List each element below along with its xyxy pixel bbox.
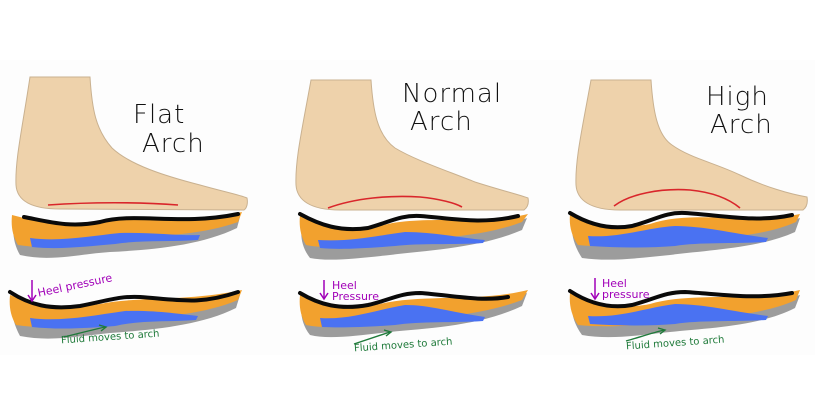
panel-high-arch: High Arch Heel pressure Fluid moves to a… xyxy=(560,0,833,403)
heel-pressure-arrow-icon xyxy=(590,278,600,301)
insole-pressured xyxy=(8,290,242,339)
title-line1: Normal xyxy=(402,79,503,109)
title-line2: Arch xyxy=(710,110,773,140)
foot-shape xyxy=(295,79,529,211)
arch-line xyxy=(47,201,179,206)
foot-shape xyxy=(15,76,248,211)
title-line2: Arch xyxy=(142,129,205,159)
arch-line xyxy=(613,188,741,209)
normal-arch-illustration xyxy=(295,79,529,345)
heel-pressure-label-line1: Heel xyxy=(332,279,357,292)
heel-pressure-label-line2: pressure xyxy=(602,288,650,301)
fluid-direction-arrow-icon xyxy=(63,324,108,338)
panel-flat-arch: Flat Arch Heel pressure Fluid moves to a… xyxy=(0,0,280,403)
high-arch-illustration xyxy=(568,79,808,342)
foot-shape xyxy=(575,79,808,211)
panel-normal-arch: Normal Arch Heel Pressure Fluid moves to… xyxy=(280,0,555,403)
flat-arch-illustration xyxy=(8,76,248,339)
heel-pressure-label-line2: Pressure xyxy=(332,290,379,303)
insole-static xyxy=(11,212,242,258)
title-line1: High xyxy=(706,82,769,112)
arch-line xyxy=(327,195,463,209)
heel-pressure-arrow-icon xyxy=(27,280,37,303)
insole-pressured xyxy=(568,289,800,338)
fluid-direction-arrow-icon xyxy=(625,327,667,342)
title-line2: Arch xyxy=(410,107,473,137)
heel-pressure-label-line1: Heel xyxy=(602,277,627,290)
insole-pressured xyxy=(298,290,528,338)
title-line1: Flat xyxy=(133,100,186,130)
insole-static xyxy=(568,210,800,260)
insole-static xyxy=(298,212,528,260)
fluid-direction-arrow-icon xyxy=(353,329,393,345)
heel-pressure-arrow-icon xyxy=(319,280,329,301)
